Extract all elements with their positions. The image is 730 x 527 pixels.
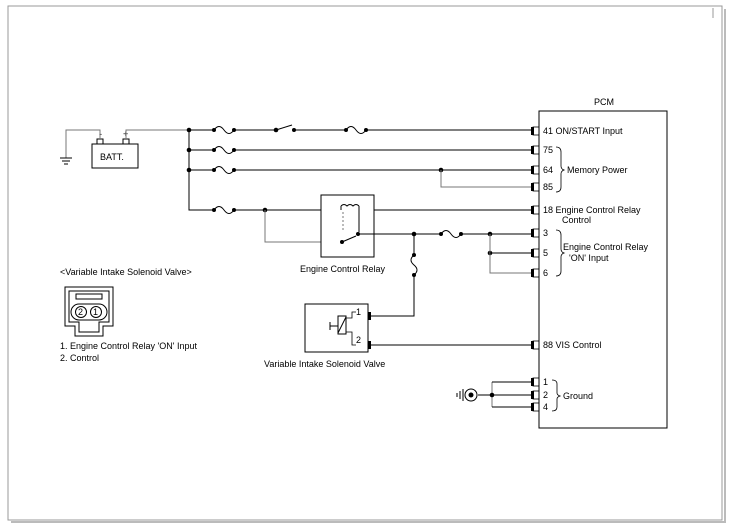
ground-terminal-icon <box>456 388 478 402</box>
pcm-pin-18-label: 18 Engine Control Relay <box>543 205 641 215</box>
memory-power-brace <box>555 146 566 193</box>
battery-box <box>91 143 139 169</box>
relay-label: Engine Control Relay <box>300 264 386 274</box>
wire-memory-power-64-85 <box>189 166 531 188</box>
chassis-ground-icon <box>60 157 72 165</box>
pcm-module: PCM 41 ON/START Input 75 64 85 18 Engine… <box>531 97 668 429</box>
connector-pin-1: 1 <box>93 307 98 317</box>
battery-ground-wire <box>65 129 101 158</box>
pcm-pin-75-label: 75 <box>543 145 553 155</box>
engine-control-relay: Engine Control Relay <box>300 194 386 274</box>
relay-box <box>320 194 375 258</box>
pcm-pin-85-label: 85 <box>543 182 553 192</box>
wire-on-start-input <box>189 124 531 134</box>
pcm-pin-41-label: 41 ON/START Input <box>543 126 623 136</box>
pcm-pin-18-label-line2: Control <box>562 215 591 225</box>
pcm-title: PCM <box>594 97 614 107</box>
fuse-icon <box>345 126 367 134</box>
battery-label: BATT. <box>100 152 124 162</box>
pcm-pin-5-label: 5 <box>543 248 548 258</box>
page-border <box>7 5 723 521</box>
wire-relay-power <box>188 170 531 243</box>
relay-coil-icon <box>340 204 360 207</box>
pcm-ground <box>456 381 531 408</box>
solenoid-icon <box>329 311 356 346</box>
ground-label: Ground <box>563 391 593 401</box>
fuse-icon <box>213 126 235 134</box>
ground-brace <box>551 379 562 412</box>
fuse-icon <box>410 254 418 276</box>
connector-title: <Variable Intake Solenoid Valve> <box>60 267 192 277</box>
vis-valve-box <box>304 303 369 353</box>
wire-memory-power-75 <box>189 146 531 154</box>
pcm-pin-6-label: 6 <box>543 268 548 278</box>
connector-face-icon <box>64 286 114 337</box>
fuse-icon <box>213 146 235 154</box>
fuse-icon <box>213 166 235 174</box>
ecr-on-input-label: Engine Control Relay <box>563 242 649 252</box>
connector-legend-1: 1. Engine Control Relay 'ON' Input <box>60 341 198 351</box>
battery: BATT. - + <box>91 129 139 169</box>
ecr-on-input-brace <box>555 229 566 277</box>
vis-connector-view: <Variable Intake Solenoid Valve> 2 1 1. … <box>60 267 198 363</box>
fuse-icon <box>213 206 235 214</box>
connector-legend-2: 2. Control <box>60 353 99 363</box>
ecr-on-input-label-line2: 'ON' Input <box>569 253 609 263</box>
memory-power-label: Memory Power <box>567 165 628 175</box>
wire-relay-output <box>371 230 531 317</box>
pcm-pin-88-label: 88 VIS Control <box>543 340 602 350</box>
pcm-pin-64-label: 64 <box>543 165 553 175</box>
vis-valve-label: Variable Intake Solenoid Valve <box>264 359 385 369</box>
pcm-box <box>538 110 668 429</box>
pcm-pin-g2-label: 2 <box>543 390 548 400</box>
pcm-pin-3-label: 3 <box>543 228 548 238</box>
vis-pin-1-label: 1 <box>356 307 361 317</box>
vis-pin-2-label: 2 <box>356 335 361 345</box>
relay-switch-icon <box>341 235 357 243</box>
vis-valve: 1 2 Variable Intake Solenoid Valve <box>264 303 385 369</box>
ignition-switch-icon <box>275 124 293 131</box>
battery-positive-wire <box>125 129 189 139</box>
pcm-pin-g4-label: 4 <box>543 402 548 412</box>
connector-pin-2: 2 <box>78 307 83 317</box>
pcm-pin-terminals <box>531 126 540 412</box>
fuse-icon <box>440 230 462 238</box>
pcm-pin-g1-label: 1 <box>543 377 548 387</box>
